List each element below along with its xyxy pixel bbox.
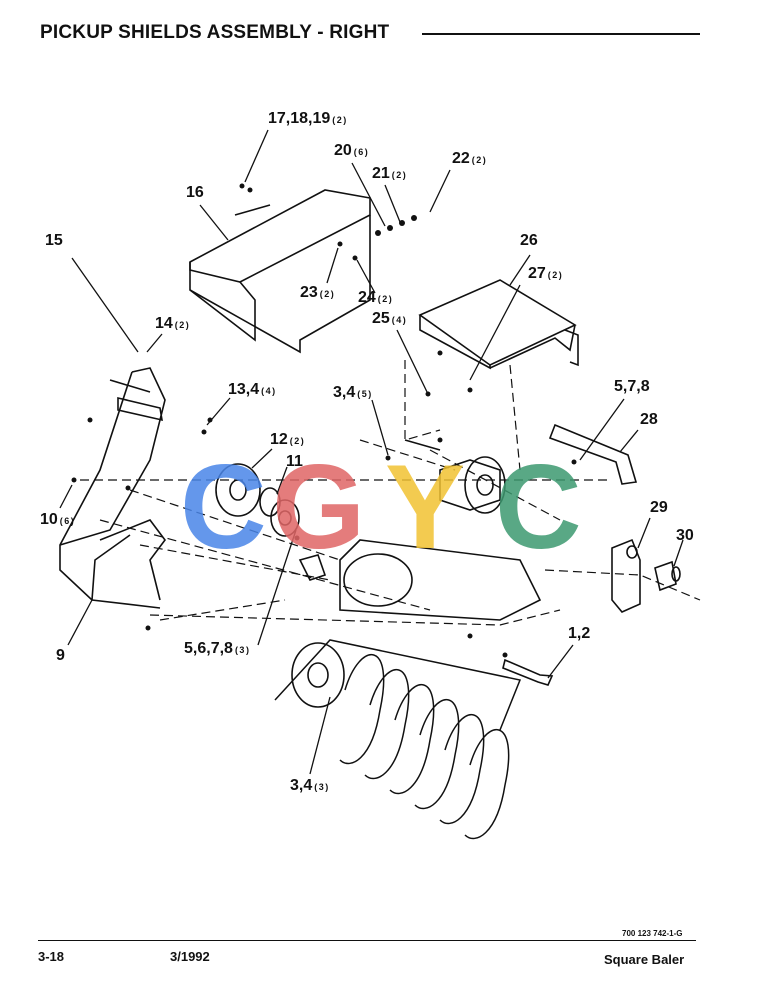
document-number: 700 123 742-1-G bbox=[622, 929, 683, 938]
page-number: 3-18 bbox=[38, 949, 65, 964]
watermark-letter-4: C bbox=[495, 440, 582, 574]
upper-shield-drawing bbox=[189, 189, 371, 354]
callout-10: 10(6) bbox=[40, 511, 75, 528]
callout-27: 27(2) bbox=[528, 265, 563, 282]
watermark: C G Y C bbox=[180, 440, 582, 574]
sprocket-drawing bbox=[291, 554, 345, 708]
pickup-tine-bands-drawing bbox=[274, 639, 522, 840]
right-bracket-drawing bbox=[548, 423, 638, 485]
callout-21: 21(2) bbox=[372, 165, 407, 182]
bearing-drawing bbox=[215, 463, 300, 537]
title-rule bbox=[422, 33, 700, 35]
arm-and-pin-drawing bbox=[611, 538, 681, 613]
callout-17-18-19: 17,18,19(2) bbox=[268, 110, 348, 127]
callout-25: 25(4) bbox=[372, 310, 407, 327]
bolt-drawing bbox=[502, 658, 554, 686]
callout-13-4: 13,4(4) bbox=[228, 381, 277, 398]
callout-5-6-7-8: 5,6,7,8(3) bbox=[184, 640, 250, 657]
callout-14: 14(2) bbox=[155, 315, 190, 332]
callout-3-4-bottom: 3,4(3) bbox=[290, 777, 330, 794]
callout-23: 23(2) bbox=[300, 284, 335, 301]
callout-16: 16 bbox=[186, 184, 204, 201]
callout-28: 28 bbox=[640, 411, 658, 428]
hardware-dots bbox=[71, 183, 577, 658]
document-date: 3/1992 bbox=[170, 949, 210, 964]
top-cover-drawing bbox=[418, 279, 579, 370]
footer-rule bbox=[38, 940, 696, 941]
watermark-letter-3: Y bbox=[385, 440, 465, 574]
callout-15: 15 bbox=[45, 232, 63, 249]
callout-29: 29 bbox=[650, 499, 668, 516]
callout-labels: 17,18,19(2) 20(6) 21(2) 22(2) 16 15 26 2… bbox=[40, 110, 694, 794]
callout-11: 11 bbox=[286, 453, 303, 470]
callout-3-4-top: 3,4(5) bbox=[333, 384, 373, 401]
page-title: PICKUP SHIELDS ASSEMBLY - RIGHT bbox=[40, 22, 390, 43]
callout-9: 9 bbox=[56, 647, 65, 664]
leader-lines bbox=[59, 129, 684, 775]
watermark-letter-2: G bbox=[272, 440, 365, 574]
callout-1-2: 1,2 bbox=[568, 625, 590, 642]
callout-12: 12(2) bbox=[270, 431, 305, 448]
side-shield-drawing bbox=[59, 367, 166, 609]
product-name: Square Baler bbox=[604, 952, 685, 967]
callout-20: 20(6) bbox=[334, 142, 369, 159]
drive-hub-drawing bbox=[339, 439, 542, 621]
callout-22: 22(2) bbox=[452, 150, 487, 167]
callout-24: 24(2) bbox=[358, 289, 393, 306]
callout-30: 30 bbox=[676, 527, 694, 544]
callout-5-7-8: 5,7,8 bbox=[614, 378, 650, 395]
watermark-letter-1: C bbox=[180, 440, 267, 574]
callout-26: 26 bbox=[520, 232, 538, 249]
